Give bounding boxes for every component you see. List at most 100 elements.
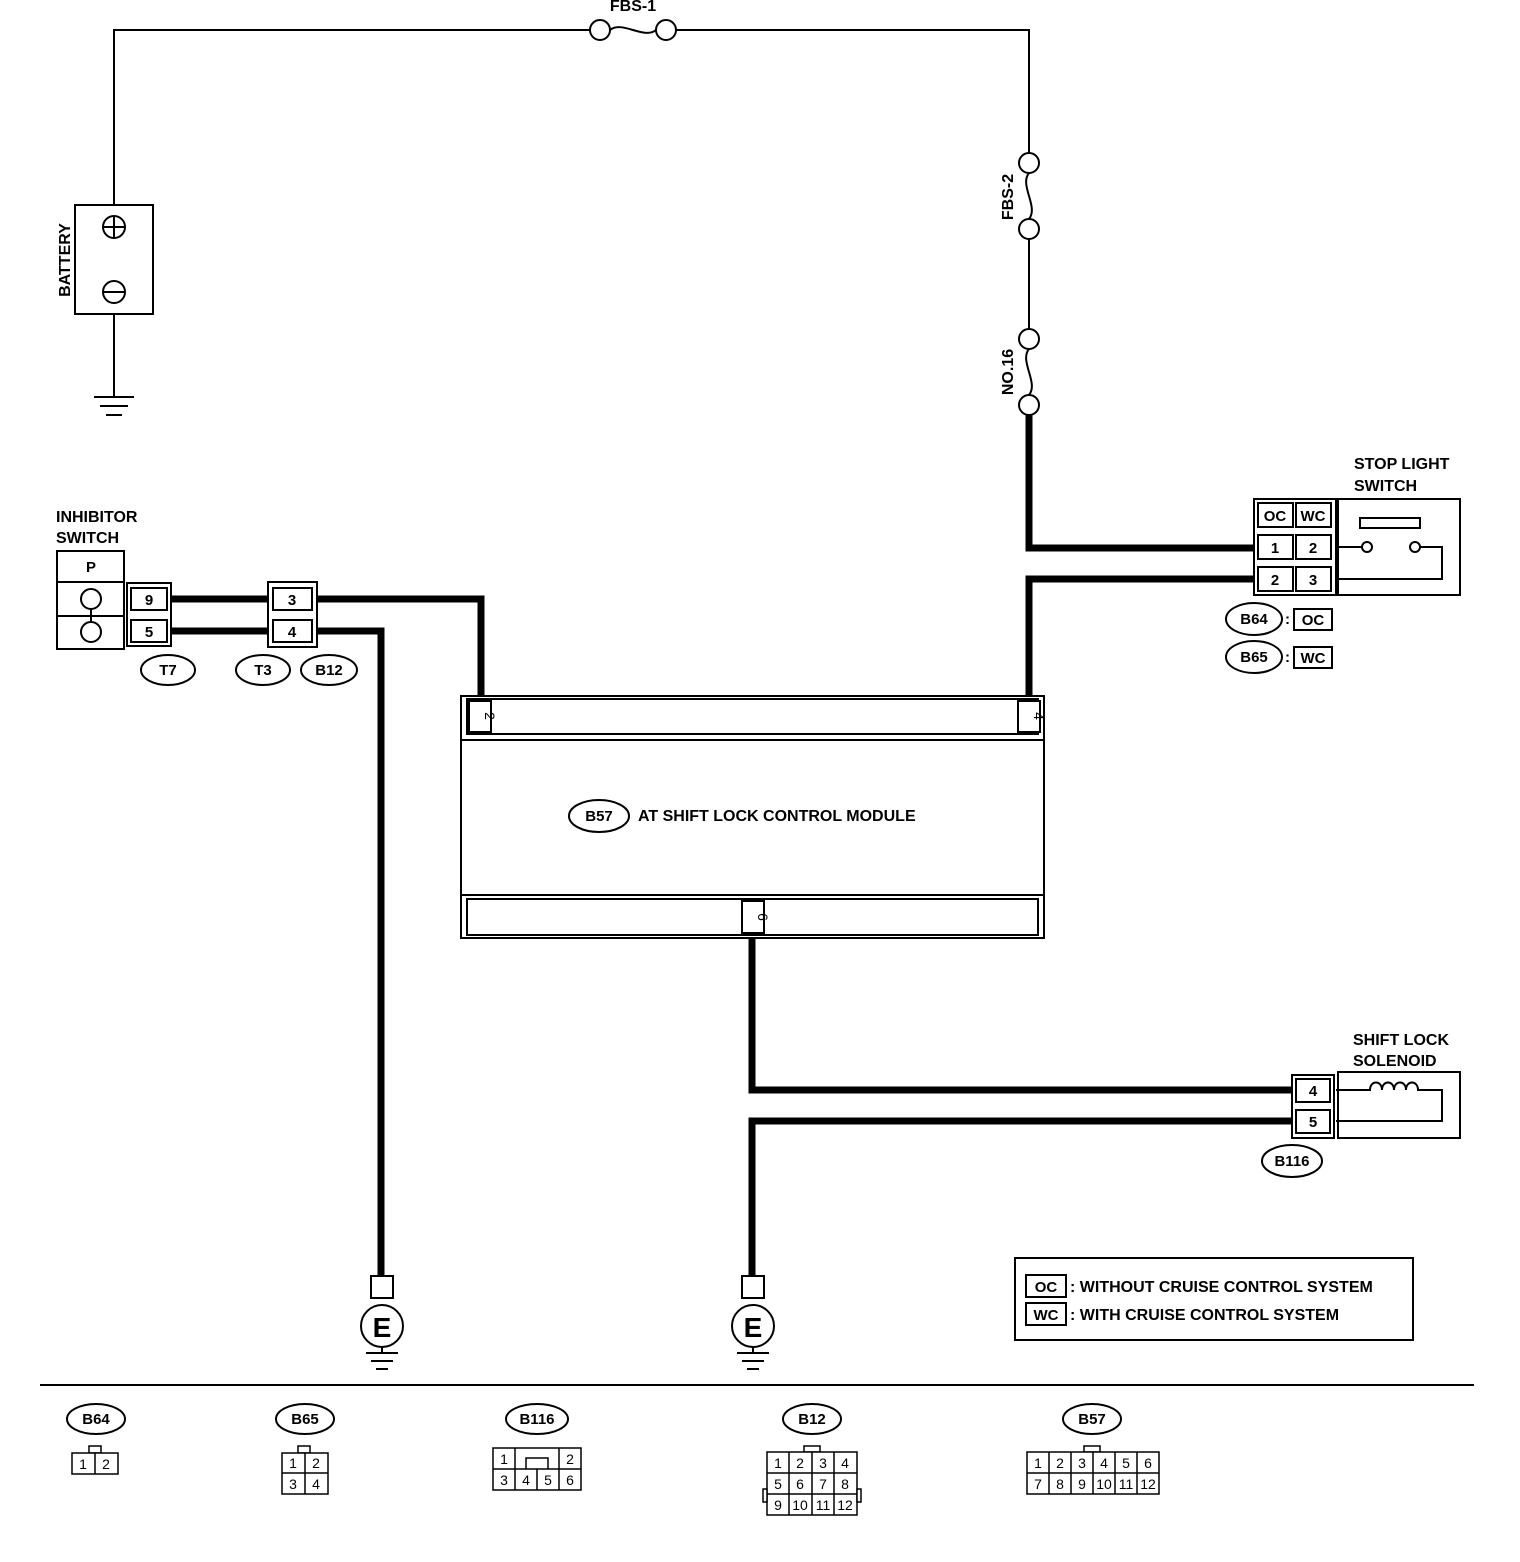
connector-view-b116: B116 1 2 3 4 5 6	[492, 1403, 582, 1491]
stop-light-connector-grid	[1253, 498, 1337, 596]
stop-light-col-oc: OC	[1264, 508, 1287, 525]
connector-bubble-b65-text: B65	[1240, 649, 1268, 666]
fuse-fbs-2-label: FBS-2	[1000, 174, 1017, 220]
legend: OC : WITHOUT CRUISE CONTROL SYSTEM WC : …	[1014, 1257, 1414, 1341]
connector-view-b57-pin-2: 2	[1056, 1455, 1064, 1471]
fuse-no-16-label: NO.16	[1000, 349, 1017, 395]
connector-view-b12-name: B12	[798, 1411, 826, 1428]
connector-view-b12-pin-8: 8	[841, 1476, 849, 1492]
connector-view-b12-pin-12: 12	[837, 1497, 853, 1513]
connector-view-b57-pin-12: 12	[1140, 1476, 1156, 1492]
connector-view-b57-name: B57	[1078, 1411, 1106, 1428]
connector-bubble-t7: T7	[140, 654, 196, 686]
colon-wc: :	[1285, 649, 1290, 666]
connector-view-b57-pin-10: 10	[1096, 1476, 1112, 1492]
battery	[74, 204, 154, 315]
inhibitor-switch-label-line2: SWITCH	[56, 530, 119, 547]
module-pin-2: 2	[482, 712, 498, 720]
junction-pin-4: 4	[288, 624, 297, 641]
connector-view-b12-pin-9: 9	[774, 1497, 782, 1513]
connector-bubble-b64-text: B64	[1240, 611, 1268, 628]
harness-wires	[170, 415, 1294, 1276]
connector-view-b64-pin-1: 1	[79, 1456, 87, 1472]
connector-view-b116-name: B116	[519, 1411, 554, 1428]
connector-view-b64-pin-2: 2	[102, 1456, 110, 1472]
ground-right-e: E	[744, 1312, 763, 1343]
connector-view-b57-pin-8: 8	[1056, 1476, 1064, 1492]
legend-oc-code: OC	[1035, 1279, 1058, 1296]
connector-view-b12-pin-3: 3	[819, 1455, 827, 1471]
connector-view-b12-pin-11: 11	[816, 1497, 831, 1513]
inhibitor-pin-9: 9	[145, 592, 153, 609]
solenoid-label-line1: SHIFT LOCK	[1353, 1032, 1449, 1049]
connector-bubble-b116: B116	[1261, 1144, 1323, 1178]
module-pin-4: 4	[1031, 712, 1047, 720]
connector-view-b65: B65 1 2 3 4	[275, 1403, 335, 1495]
connector-bubble-t7-text: T7	[159, 662, 177, 679]
connector-view-b12-pin-4: 4	[841, 1455, 849, 1471]
junction-connector	[267, 581, 318, 648]
connector-bubble-b116-text: B116	[1274, 1153, 1309, 1170]
module-pin-6: 6	[755, 913, 771, 921]
connector-view-b57-pin-5: 5	[1122, 1455, 1130, 1471]
connector-view-b116-pin-6: 6	[566, 1472, 574, 1488]
junction-pin-3: 3	[288, 592, 296, 609]
fuse-no-16	[1018, 328, 1040, 416]
connector-bubble-b12-text: B12	[315, 662, 343, 679]
stop-light-pin-3-wc: 3	[1309, 572, 1317, 589]
tag-oc-box	[1293, 608, 1333, 631]
connector-bubble-t3: T3	[235, 654, 291, 686]
connector-view-b116-pin-2: 2	[566, 1451, 574, 1467]
connector-view-b57-pin-4: 4	[1100, 1455, 1108, 1471]
stop-light-pin-1-oc: 1	[1271, 540, 1279, 557]
solenoid-body	[1336, 1071, 1461, 1139]
legend-wc-text: : WITH CRUISE CONTROL SYSTEM	[1070, 1307, 1339, 1324]
legend-wc-code: WC	[1034, 1307, 1059, 1324]
inhibitor-p-label: P	[86, 559, 96, 576]
tag-oc: OC	[1302, 612, 1325, 629]
connector-view-b12: B12 1 2 3 4 5 6 7 8 9 10 11 12	[762, 1403, 862, 1516]
supply-wires	[113, 29, 1030, 397]
solenoid-connector	[1291, 1074, 1335, 1139]
battery-ground-symbol	[94, 396, 134, 416]
inhibitor-pin-5: 5	[145, 624, 153, 641]
ground-point-left	[360, 1275, 404, 1370]
connector-view-b57-pin-11: 11	[1119, 1476, 1134, 1492]
connector-view-b116-pin-4: 4	[522, 1472, 530, 1488]
fuse-fbs-2	[1018, 152, 1040, 240]
connector-view-b12-pin-2: 2	[796, 1455, 804, 1471]
shift-lock-control-module	[460, 695, 1045, 939]
connector-view-b65-name: B65	[291, 1411, 319, 1428]
connector-view-b57: B57 1 2 3 4 5 6 7 8 9 10 11 12	[1026, 1403, 1160, 1495]
connector-view-b12-pin-5: 5	[774, 1476, 782, 1492]
stop-light-switch-label-line2: SWITCH	[1354, 478, 1417, 495]
stop-light-switch-label-line1: STOP LIGHT	[1354, 456, 1450, 473]
inhibitor-switch	[56, 550, 125, 650]
stop-light-col-wc: WC	[1301, 508, 1326, 525]
ground-point-right	[731, 1275, 775, 1370]
connector-view-b12-pin-10: 10	[792, 1497, 808, 1513]
inhibitor-connector-t7	[126, 582, 172, 647]
legend-oc-text: : WITHOUT CRUISE CONTROL SYSTEM	[1070, 1279, 1373, 1296]
tag-wc-box	[1293, 646, 1333, 669]
connector-view-b116-pin-3: 3	[500, 1472, 508, 1488]
connector-view-b57-pin-6: 6	[1144, 1455, 1152, 1471]
connector-view-b64-name: B64	[82, 1411, 110, 1428]
connector-view-b65-pin-3: 3	[289, 1476, 297, 1492]
connector-bubble-b57: B57	[568, 799, 630, 833]
connector-bubble-b57-text: B57	[585, 808, 613, 825]
connector-view-b65-pin-1: 1	[289, 1455, 297, 1471]
connector-view-b57-pin-9: 9	[1078, 1476, 1086, 1492]
connector-view-b64: B64 1 2	[66, 1403, 126, 1475]
solenoid-label-line2: SOLENOID	[1353, 1053, 1437, 1070]
ground-left-e: E	[373, 1312, 392, 1343]
connector-bubble-b65: B65	[1225, 640, 1283, 674]
connector-view-b57-pin-7: 7	[1034, 1476, 1042, 1492]
fuse-fbs-1-label: FBS-1	[610, 0, 656, 15]
connector-view-b116-pin-1: 1	[500, 1451, 508, 1467]
connector-view-b65-pin-2: 2	[312, 1455, 320, 1471]
module-title: AT SHIFT LOCK CONTROL MODULE	[638, 808, 916, 825]
connector-view-b12-pin-1: 1	[774, 1455, 782, 1471]
stop-light-pin-2-wc: 2	[1309, 540, 1317, 557]
